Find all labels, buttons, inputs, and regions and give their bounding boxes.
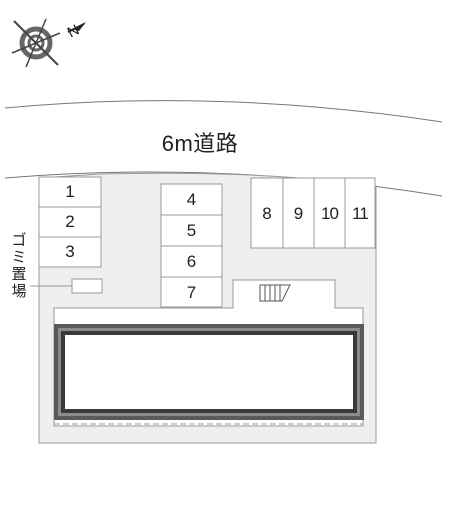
parking-block-left bbox=[38, 176, 102, 268]
parking-space-4: 4 bbox=[186, 190, 197, 209]
garbage-label-char: 置 bbox=[11, 266, 27, 283]
parking-space-1: 1 bbox=[65, 182, 75, 201]
parking-block-right bbox=[250, 177, 376, 249]
garbage-label-char: ミ bbox=[11, 249, 27, 266]
stairs-icon bbox=[259, 284, 291, 302]
parking-space-3: 3 bbox=[65, 242, 75, 261]
parking-space-8: 8 bbox=[262, 204, 272, 223]
parking-space-7: 7 bbox=[186, 283, 197, 302]
garbage-label-char: 場 bbox=[11, 283, 27, 300]
garbage-label-char: ゴ bbox=[11, 232, 27, 249]
parking-block-center bbox=[160, 183, 223, 308]
parking-space-9: 9 bbox=[293, 204, 304, 223]
parking-space-5: 5 bbox=[186, 221, 197, 240]
compass-north-icon bbox=[11, 18, 86, 68]
parking-space-6: 6 bbox=[186, 252, 197, 271]
garbage-box bbox=[71, 278, 103, 294]
parking-space-11: 11 bbox=[352, 204, 369, 223]
parking-space-10: 10 bbox=[321, 204, 339, 223]
road-label: 6m道路 bbox=[161, 131, 239, 156]
road-edge-top bbox=[4, 100, 443, 123]
parking-space-2: 2 bbox=[65, 212, 75, 231]
garbage-label: ゴ ミ 置 場 bbox=[11, 232, 27, 300]
building-interior bbox=[65, 335, 353, 409]
